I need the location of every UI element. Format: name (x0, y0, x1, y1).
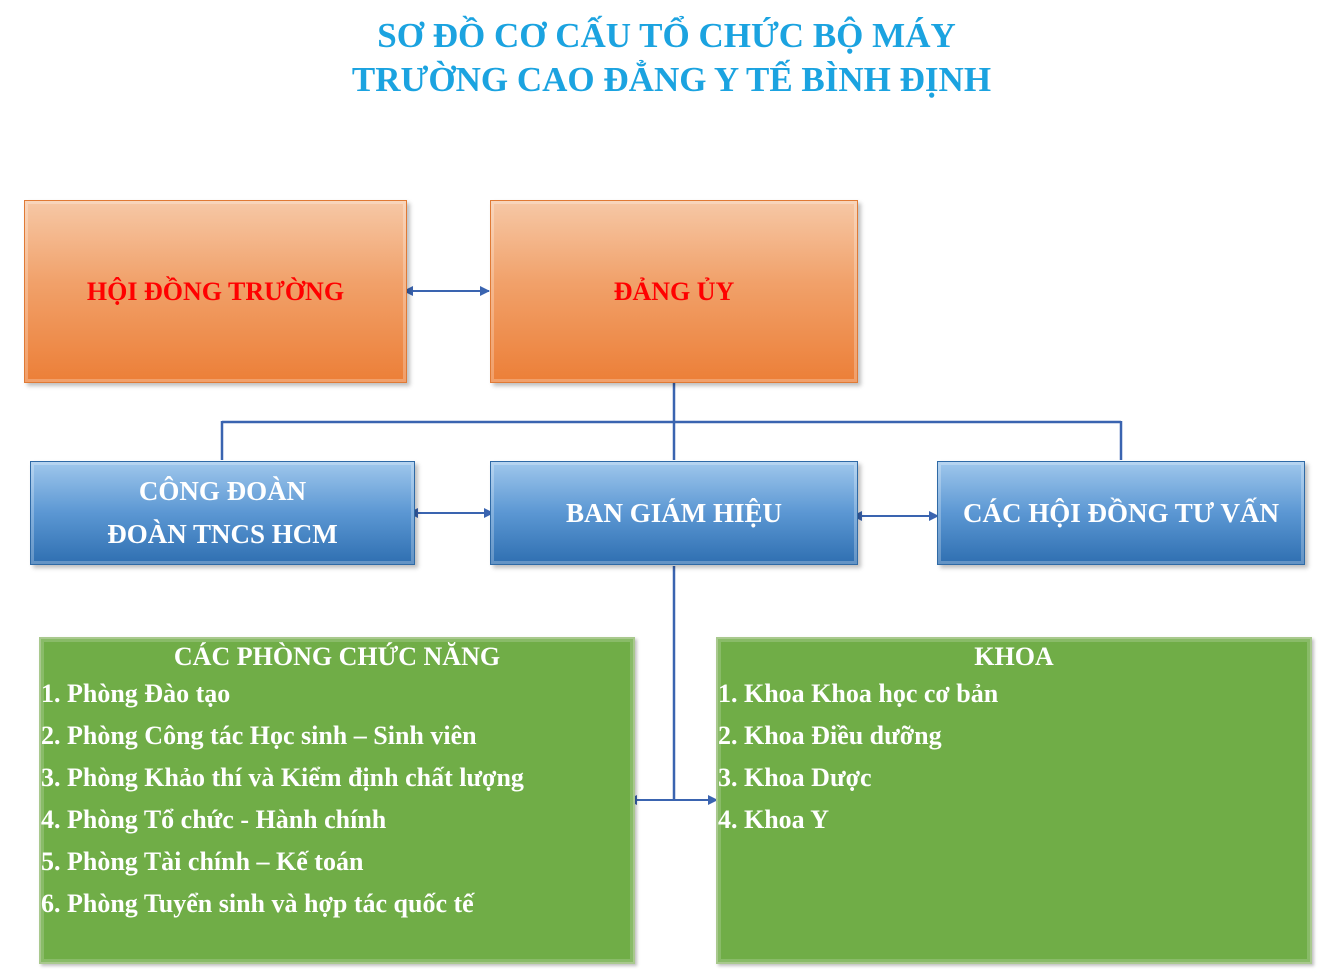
faculty-item: 4. Khoa Y (718, 805, 829, 834)
party-committee-label: ĐẢNG ỦY (613, 276, 735, 306)
department-item: 4. Phòng Tổ chức - Hành chính (41, 805, 387, 834)
faculty-item: 3. Khoa Dược (718, 763, 872, 792)
department-item: 5. Phòng Tài chính – Kế toán (41, 847, 364, 876)
departments-title: CÁC PHÒNG CHỨC NĂNG (173, 642, 501, 671)
union-label-line2: ĐOÀN TNCS HCM (107, 519, 338, 549)
department-item: 3. Phòng Khảo thí và Kiểm định chất lượn… (41, 763, 524, 792)
union-box: CÔNG ĐOÀN ĐOÀN TNCS HCM (30, 461, 415, 565)
faculty-item: 2. Khoa Điều dưỡng (718, 721, 942, 750)
department-item: 1. Phòng Đào tạo (41, 679, 231, 708)
diagram-title-line2: TRƯỜNG CAO ĐẲNG Y TẾ BÌNH ĐỊNH (351, 60, 992, 99)
advisory-box: CÁC HỘI ĐỒNG TƯ VẤN (937, 461, 1305, 565)
faculties-box: KHOA 1. Khoa Khoa học cơ bản 2. Khoa Điề… (716, 637, 1312, 964)
advisory-label: CÁC HỘI ĐỒNG TƯ VẤN (962, 497, 1280, 528)
faculties-title: KHOA (974, 642, 1054, 671)
board-box: BAN GIÁM HIỆU (490, 461, 858, 565)
council-box: HỘI ĐỒNG TRƯỜNG (24, 200, 407, 383)
department-item: 2. Phòng Công tác Học sinh – Sinh viên (41, 721, 477, 750)
diagram-title-line1: SƠ ĐỒ CƠ CẤU TỔ CHỨC BỘ MÁY (377, 16, 956, 55)
council-label: HỘI ĐỒNG TRƯỜNG (86, 276, 345, 306)
faculty-item: 1. Khoa Khoa học cơ bản (718, 679, 999, 708)
departments-box: CÁC PHÒNG CHỨC NĂNG 1. Phòng Đào tạo 2. … (39, 637, 635, 964)
board-label: BAN GIÁM HIỆU (565, 497, 782, 528)
department-item: 6. Phòng Tuyển sinh và hợp tác quốc tế (41, 889, 474, 918)
union-label-line1: CÔNG ĐOÀN (138, 476, 307, 506)
party-committee-box: ĐẢNG ỦY (490, 200, 858, 383)
